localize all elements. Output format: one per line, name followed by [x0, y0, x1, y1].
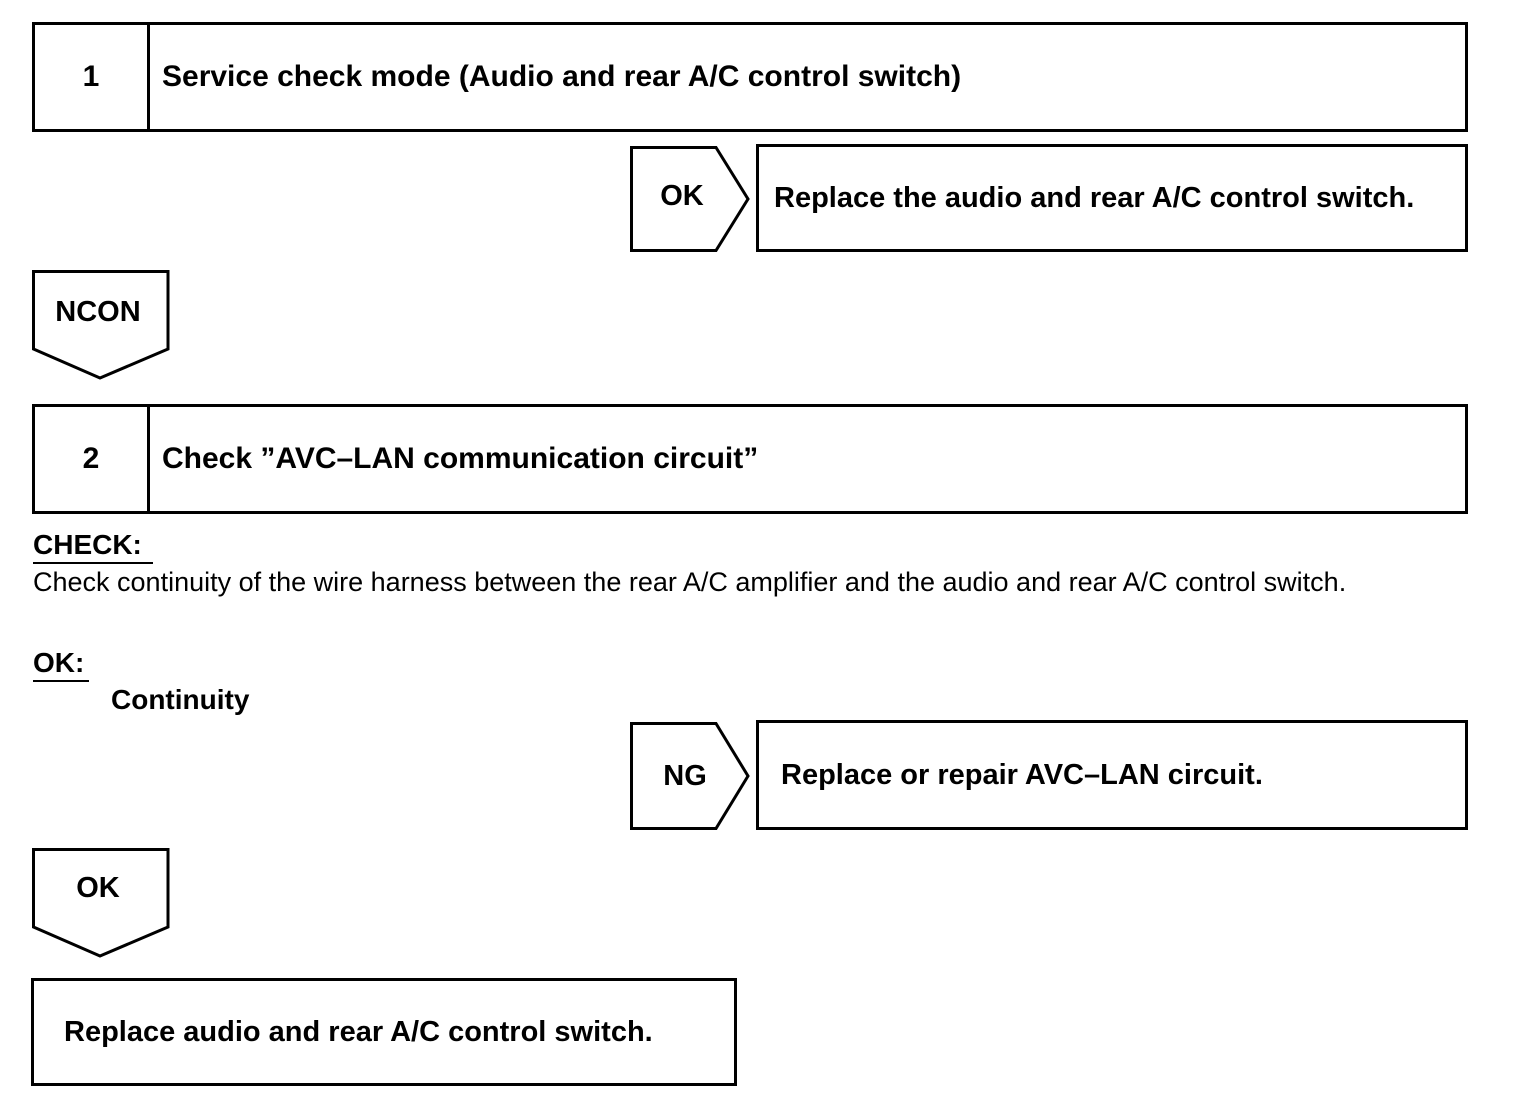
- final-result-text: Replace audio and rear A/C control switc…: [64, 1015, 653, 1048]
- step-1-number: 1: [35, 25, 150, 129]
- down-arrow-shape: [32, 270, 170, 380]
- ok-spec-value: Continuity: [111, 684, 250, 715]
- step-1-ok-result-box: Replace the audio and rear A/C control s…: [756, 144, 1468, 252]
- ok-right-arrow-tag: OK: [630, 146, 750, 252]
- final-result-box: Replace audio and rear A/C control switc…: [31, 978, 737, 1086]
- ok-down-tag-label: OK: [76, 872, 120, 904]
- ng-tag-label: NG: [663, 760, 707, 792]
- ok-label: OK:: [33, 646, 89, 682]
- check-label: CHECK:: [33, 528, 153, 564]
- check-description: Check continuity of the wire harness bet…: [33, 567, 1347, 597]
- step-2-box: 2 Check ”AVC–LAN communication circuit”: [32, 404, 1468, 514]
- step-1-ok-result-text: Replace the audio and rear A/C control s…: [774, 181, 1415, 214]
- step-2-ng-result-text: Replace or repair AVC–LAN circuit.: [781, 758, 1263, 791]
- ok-tag-label: OK: [660, 180, 704, 212]
- step-2-title: Check ”AVC–LAN communication circuit”: [162, 442, 759, 475]
- ncon-tag-label: NCON: [55, 296, 141, 328]
- step-2-number: 2: [35, 407, 150, 511]
- right-arrow-shape: [630, 722, 750, 830]
- ok-down-arrow-tag: OK: [32, 848, 170, 960]
- right-arrow-shape: [630, 146, 750, 252]
- step-1-title: Service check mode (Audio and rear A/C c…: [162, 60, 962, 93]
- step-2-ng-result-box: Replace or repair AVC–LAN circuit.: [756, 720, 1468, 830]
- down-arrow-shape: [32, 848, 170, 958]
- ncon-down-arrow-tag: NCON: [32, 270, 170, 382]
- step-1-box: 1 Service check mode (Audio and rear A/C…: [32, 22, 1468, 132]
- ng-right-arrow-tag: NG: [630, 722, 750, 830]
